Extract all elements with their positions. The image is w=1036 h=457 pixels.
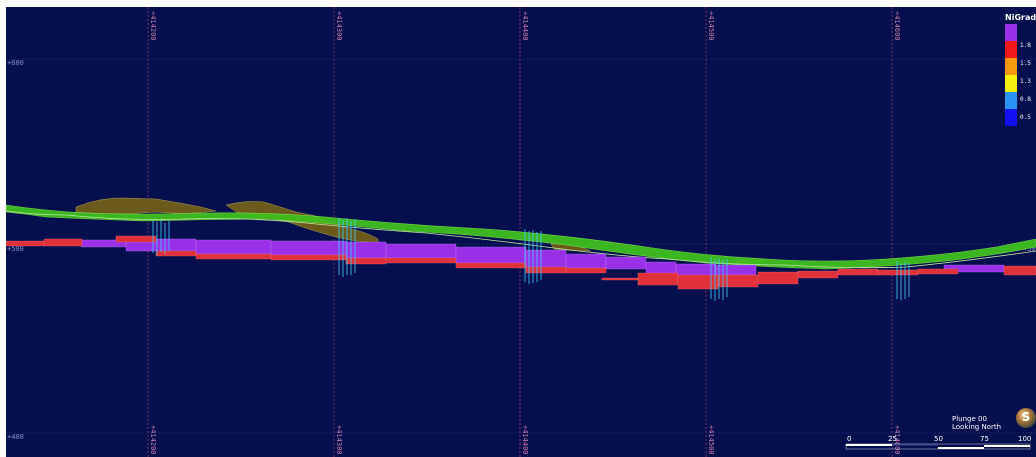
elevation-label-600: +600 <box>7 59 24 67</box>
easting-label-top-3: +414400 <box>521 11 529 41</box>
legend-value-1: 1.8 <box>1020 42 1031 49</box>
easting-label-bottom-1: +414200 <box>149 425 157 455</box>
easting-label-top-4: +414500 <box>707 11 715 41</box>
elevation-label-500: +500 <box>7 245 24 253</box>
legend-swatch-red <box>1005 41 1017 58</box>
scale-label-0: 0 <box>847 435 852 443</box>
looking-direction-text: Looking North <box>952 423 1002 431</box>
easting-label-top-5: +414600 <box>893 11 901 41</box>
easting-label-bottom-2: +414300 <box>335 425 343 455</box>
block-model-high-grade <box>80 238 1005 277</box>
easting-label-bottom-3: +414400 <box>521 425 529 455</box>
scale-bar <box>845 443 1031 450</box>
drill-hole-group-3 <box>524 229 542 284</box>
legend-value-3: 1.3 <box>1020 78 1031 85</box>
orientation-sphere-icon[interactable]: S <box>1016 408 1036 428</box>
orientation-letter: S <box>1021 410 1031 424</box>
drill-hole-group-5 <box>896 261 910 300</box>
drill-hole-group-2 <box>338 218 356 277</box>
legend-swatch-purple <box>1005 24 1017 41</box>
elevation-label-right: +50 <box>1023 245 1036 253</box>
section-view[interactable]: +414200 +414300 +414400 +414500 +414600 … <box>6 7 1036 457</box>
scale-label-75: 75 <box>980 435 989 443</box>
block-model-medium-grade <box>6 235 1036 290</box>
legend-value-5: 0.5 <box>1020 114 1031 121</box>
cross-section-canvas[interactable]: +414200 +414300 +414400 +414500 +414600 … <box>6 7 1036 457</box>
elevation-label-400: +400 <box>7 433 24 441</box>
legend-swatch-blue <box>1005 109 1017 126</box>
topography-surface <box>6 204 1036 270</box>
scale-label-50: 50 <box>934 435 943 443</box>
legend-swatch-light-blue <box>1005 92 1017 109</box>
easting-label-top-2: +414300 <box>335 11 343 41</box>
plunge-text: Plunge 00 <box>952 415 987 423</box>
scale-label-100: 100 <box>1018 435 1032 443</box>
easting-label-bottom-4: +414500 <box>707 425 715 455</box>
legend-swatch-orange <box>1005 58 1017 75</box>
view-orientation: Plunge 00 Looking North <box>952 415 1001 431</box>
drill-hole-group-1 <box>152 220 170 255</box>
scale-label-25: 25 <box>888 435 897 443</box>
legend-value-2: 1.5 <box>1020 60 1031 67</box>
easting-label-bottom-5: +414600 <box>893 425 901 455</box>
legend-value-4: 0.8 <box>1020 96 1031 103</box>
drill-hole-group-4 <box>710 257 728 301</box>
legend-title: NiGrad <box>1005 13 1036 22</box>
easting-label-top-1: +414200 <box>149 11 157 41</box>
legend-swatch-yellow <box>1005 75 1017 92</box>
